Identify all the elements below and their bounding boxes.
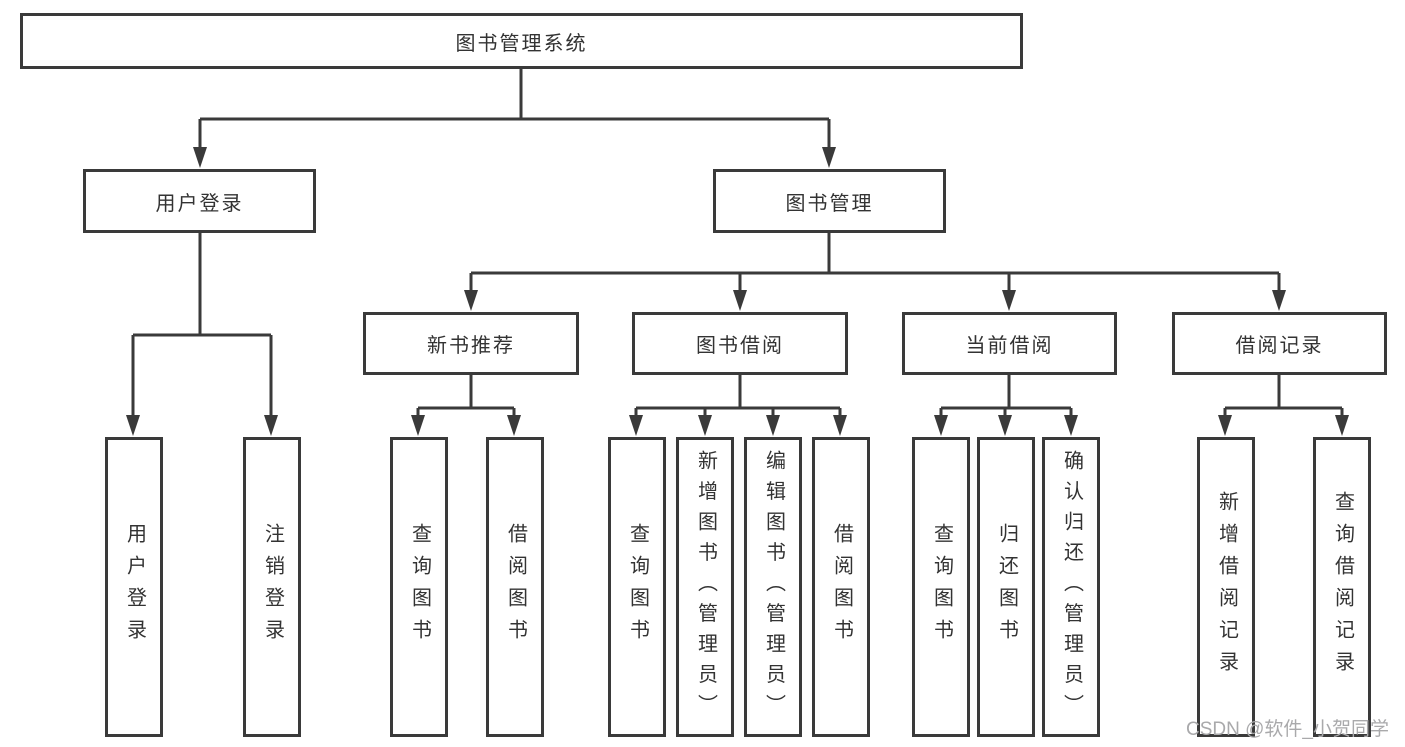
leaf-return-books-label: 归还图书 <box>995 523 1018 651</box>
node-book-borrow-label: 图书借阅 <box>696 335 784 357</box>
leaf-borrow-books-label: 借阅图书 <box>830 523 853 651</box>
leaf-query-books-current: 查询图书 <box>912 437 970 737</box>
leaf-logout: 注销登录 <box>243 437 301 737</box>
leaf-edit-books-admin-label: 编辑图书（管理员） <box>762 449 785 725</box>
node-root-label: 图书管理系统 <box>455 32 588 55</box>
leaf-borrow-books: 借阅图书 <box>812 437 870 737</box>
leaf-query-books-current-label: 查询图书 <box>930 523 953 651</box>
leaf-user-login-label: 用户登录 <box>123 523 146 651</box>
node-current-borrow-label: 当前借阅 <box>965 335 1054 357</box>
leaf-add-borrow-record: 新增借阅记录 <box>1197 437 1255 737</box>
leaf-add-books-admin: 新增图书（管理员） <box>676 437 734 737</box>
node-book-management-branch-label: 图书管理 <box>785 192 874 215</box>
leaf-query-books-recommend: 查询图书 <box>390 437 448 737</box>
leaf-user-login: 用户登录 <box>105 437 163 737</box>
leaf-query-books-borrow: 查询图书 <box>608 437 666 737</box>
node-user-login-branch-label: 用户登录 <box>155 192 244 215</box>
node-new-book-recommend: 新书推荐 <box>363 312 579 375</box>
leaf-confirm-return-admin-label: 确认归还（管理员） <box>1060 449 1083 725</box>
leaf-add-books-admin-label: 新增图书（管理员） <box>694 449 717 725</box>
leaf-query-books-borrow-label: 查询图书 <box>626 523 649 651</box>
leaf-logout-label: 注销登录 <box>261 523 284 651</box>
node-current-borrow: 当前借阅 <box>902 312 1117 375</box>
node-book-borrow: 图书借阅 <box>632 312 848 375</box>
leaf-edit-books-admin: 编辑图书（管理员） <box>744 437 802 737</box>
leaf-borrow-books-recommend-label: 借阅图书 <box>504 523 527 651</box>
leaf-borrow-books-recommend: 借阅图书 <box>486 437 544 737</box>
node-borrow-records: 借阅记录 <box>1172 312 1387 375</box>
node-new-book-recommend-label: 新书推荐 <box>427 335 515 357</box>
node-user-login-branch: 用户登录 <box>83 169 316 233</box>
arrowheads <box>126 147 1349 436</box>
leaf-confirm-return-admin: 确认归还（管理员） <box>1042 437 1100 737</box>
node-root-library-system: 图书管理系统 <box>20 13 1023 69</box>
leaf-query-borrow-record: 查询借阅记录 <box>1313 437 1371 737</box>
leaf-add-borrow-record-label: 新增借阅记录 <box>1215 491 1238 683</box>
leaf-return-books: 归还图书 <box>977 437 1035 737</box>
leaf-query-borrow-record-label: 查询借阅记录 <box>1331 491 1354 683</box>
leaf-query-books-recommend-label: 查询图书 <box>408 523 431 651</box>
node-borrow-records-label: 借阅记录 <box>1235 335 1324 357</box>
node-book-management-branch: 图书管理 <box>713 169 946 233</box>
